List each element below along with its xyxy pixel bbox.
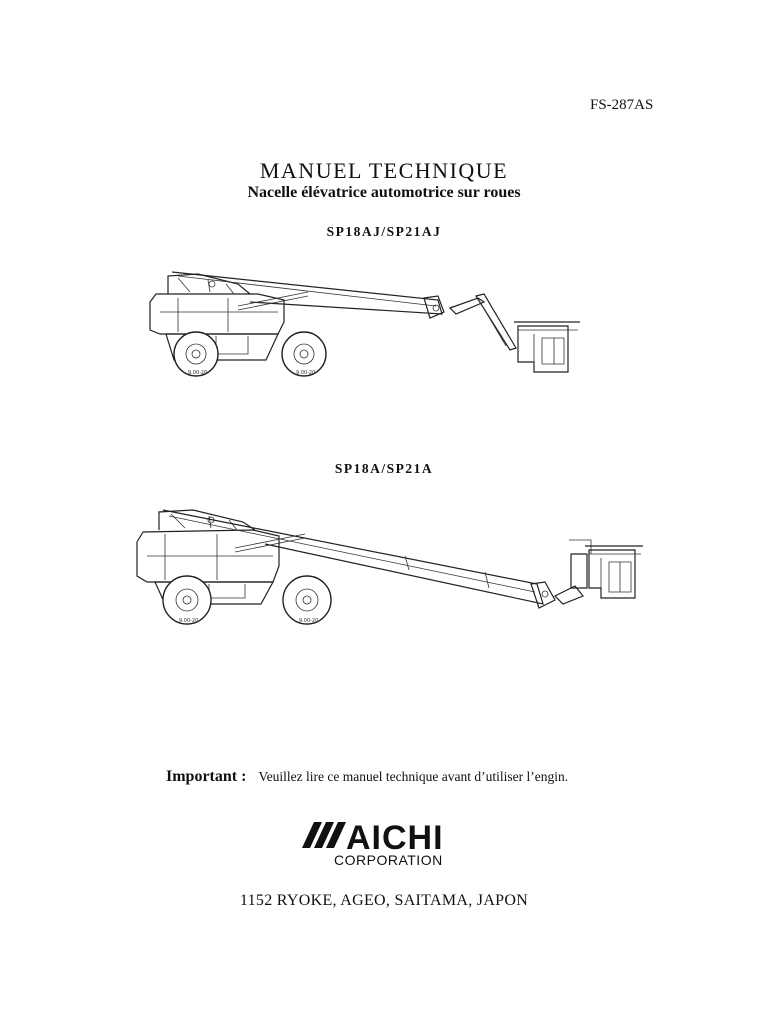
notice-text: Veuillez lire ce manuel technique avant …	[258, 769, 569, 784]
company-address: 1152 RYOKE, AGEO, SAITAMA, JAPON	[239, 892, 529, 909]
model-label-articulated: SP18AJ/SP21AJ	[326, 224, 442, 239]
tire-size-label-rear: 9.00-20	[296, 370, 315, 376]
tire-size-label-rear: 9.00-20	[299, 618, 318, 624]
articulated-boom-lift-illustration: 9.00-20 9.00-20	[149, 271, 580, 377]
company-logo-wordmark: AICHI	[346, 819, 444, 857]
tire-size-label-front: 9.00-20	[188, 370, 207, 376]
model-label-telescopic: SP18A/SP21A	[334, 461, 434, 476]
page-subtitle: Nacelle élévatrice automotrice sur roues	[247, 184, 521, 201]
tire-size-label-front: 9.00-20	[179, 618, 198, 624]
important-notice: Important : Veuillez lire ce manuel tech…	[166, 768, 568, 786]
company-name: CORPORATION	[334, 852, 443, 868]
document-reference: FS-287AS	[590, 97, 654, 113]
page-title: MANUEL TECHNIQUE	[259, 158, 509, 183]
aichi-logo-stripes	[302, 822, 346, 848]
telescopic-boom-lift-illustration: 9.00-20 9.00-20	[136, 509, 643, 625]
notice-label: Important :	[166, 768, 247, 785]
